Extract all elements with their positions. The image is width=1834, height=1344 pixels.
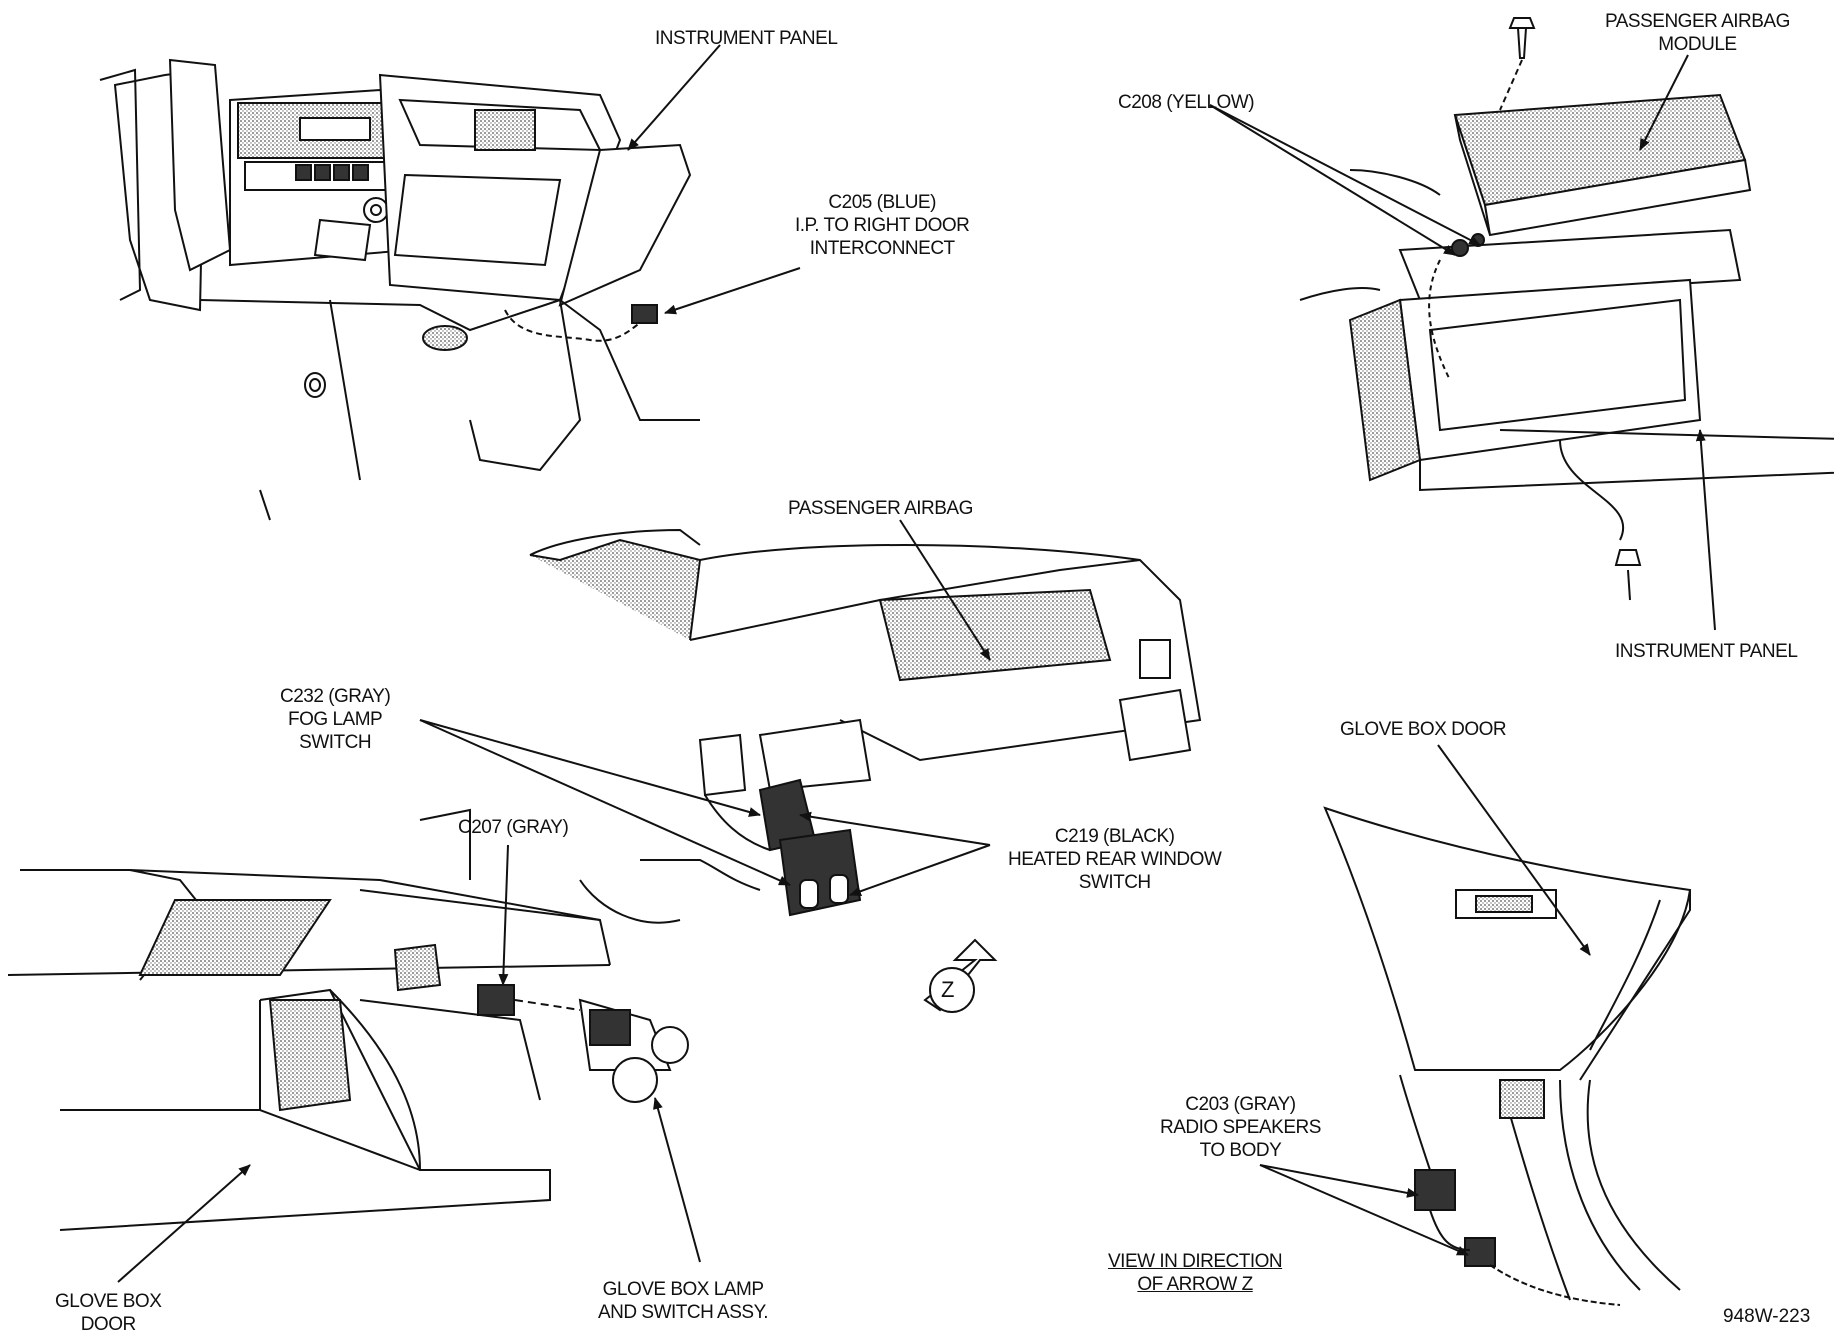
label-instrument-panel-top: INSTRUMENT PANEL [655, 28, 838, 49]
arrow-z-symbol [923, 938, 998, 1013]
airbag-module-view [1299, 17, 1834, 601]
label-instrument-panel-right: INSTRUMENT PANEL [1615, 641, 1798, 662]
arrow-z-view [1323, 806, 1692, 1306]
label-c208: C208 (YELLOW) [1118, 92, 1255, 113]
figure-code: 948W-223 [1723, 1306, 1811, 1327]
label-c205: C205 (BLUE) I.P. TO RIGHT DOOR INTERCONN… [795, 192, 970, 259]
label-passenger-airbag: PASSENGER AIRBAG [788, 498, 973, 519]
instrument-panel-view [99, 58, 700, 521]
label-c203: C203 (GRAY) RADIO SPEAKERS TO BODY [1160, 1094, 1321, 1161]
label-glove-box-door-left: GLOVE BOX DOOR [55, 1291, 162, 1335]
dashboard-center-view [529, 528, 1202, 924]
label-c207: C207 (GRAY) [458, 817, 569, 838]
label-c219: C219 (BLACK) HEATED REAR WINDOW SWITCH [1008, 826, 1222, 893]
arrow-z-letter: Z [941, 977, 954, 1002]
label-passenger-airbag-module: PASSENGER AIRBAG MODULE [1605, 11, 1790, 55]
label-view-in-direction: VIEW IN DIRECTION OF ARROW Z [1108, 1251, 1283, 1295]
label-glove-box-door-right: GLOVE BOX DOOR [1340, 719, 1507, 740]
label-glove-box-lamp: GLOVE BOX LAMP AND SWITCH ASSY. [598, 1279, 769, 1323]
glove-box-lamp-view [7, 808, 689, 1231]
label-c232: C232 (GRAY) FOG LAMP SWITCH [280, 686, 391, 753]
